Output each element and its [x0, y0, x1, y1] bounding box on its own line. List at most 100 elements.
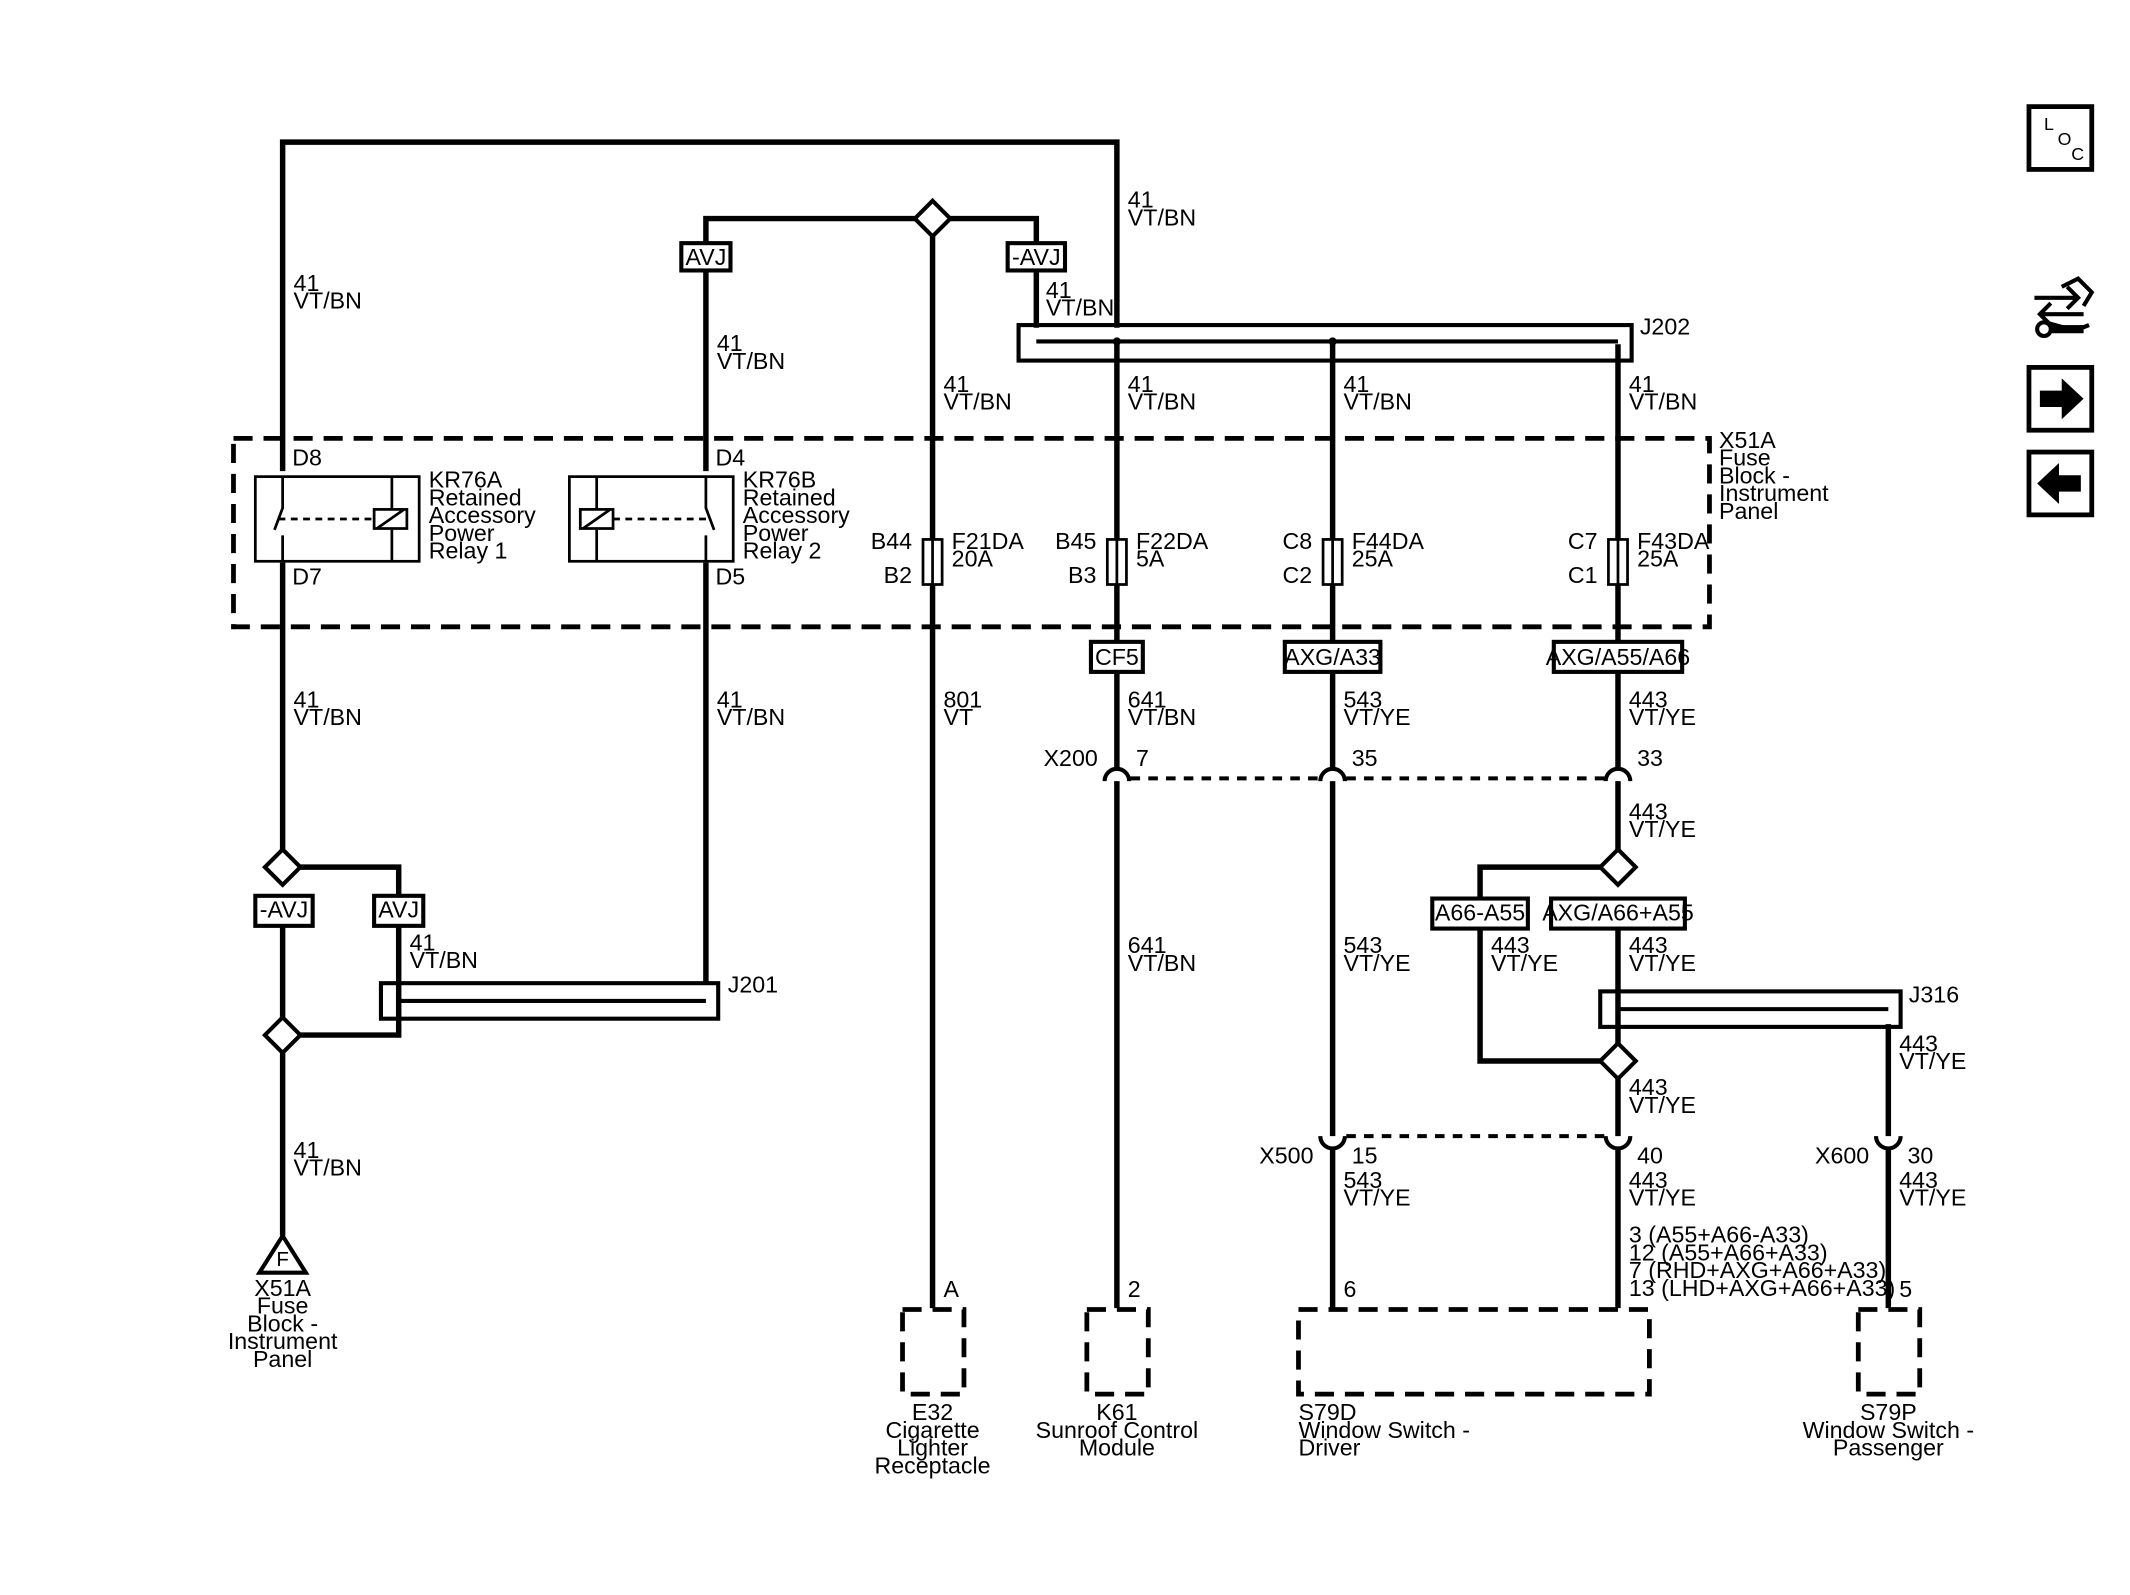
svg-text:Accessory: Accessory — [429, 502, 536, 528]
svg-text:VT/YE: VT/YE — [1344, 1185, 1411, 1211]
wires — [279, 139, 1892, 1309]
svg-text:VT/BN: VT/BN — [410, 947, 478, 973]
svg-text:VT/BN: VT/BN — [1344, 389, 1412, 415]
svg-text:VT/YE: VT/YE — [1629, 704, 1696, 730]
option-tags: AVJ -AVJ -AVJ AVJ CF5 AXG/A33 AXG/A55/A6… — [253, 241, 1694, 931]
svg-text:B3: B3 — [1068, 562, 1096, 588]
svg-text:25A: 25A — [1637, 546, 1679, 572]
svg-text:Instrument: Instrument — [1719, 480, 1829, 506]
fuse-block-outline — [231, 436, 1712, 630]
inline-connectors — [1102, 766, 1903, 1151]
svg-text:30: 30 — [1907, 1142, 1933, 1168]
svg-text:35: 35 — [1352, 745, 1378, 771]
svg-text:VT/YE: VT/YE — [1629, 1092, 1696, 1118]
svg-text:Retained: Retained — [429, 484, 522, 510]
svg-text:VT/YE: VT/YE — [1629, 950, 1696, 976]
svg-text:41: 41 — [1128, 371, 1154, 397]
svg-text:VT/YE: VT/YE — [1899, 1048, 1966, 1074]
svg-text:C1: C1 — [1568, 562, 1598, 588]
svg-text:VT/YE: VT/YE — [1899, 1185, 1966, 1211]
svg-text:VT: VT — [943, 704, 973, 730]
svg-text:Passenger: Passenger — [1833, 1435, 1944, 1461]
svg-text:41: 41 — [294, 686, 320, 712]
svg-text:443: 443 — [1629, 686, 1668, 712]
svg-text:S79P: S79P — [1860, 1399, 1917, 1425]
wire-top-splice-right — [950, 215, 1040, 244]
svg-text:15: 15 — [1352, 1142, 1378, 1168]
svg-text:F43DA: F43DA — [1637, 528, 1710, 554]
svg-text:40: 40 — [1637, 1142, 1663, 1168]
svg-text:Relay 1: Relay 1 — [429, 538, 508, 564]
svg-text:C8: C8 — [1282, 528, 1312, 554]
svg-text:D7: D7 — [292, 564, 322, 590]
splice-j201-label: J201 — [728, 972, 778, 998]
tag-axga33: AXG/A33 — [1284, 644, 1381, 670]
svg-text:VT/YE: VT/YE — [1629, 1185, 1696, 1211]
svg-text:Module: Module — [1079, 1435, 1155, 1461]
relay-kr76b-label: D4 D5 KR76B Retained Accessory Power Rel… — [715, 445, 850, 590]
arrow-left-icon — [2037, 462, 2081, 504]
splice-diamond-right-upper — [1597, 846, 1639, 888]
relay-kr76b — [568, 475, 735, 563]
svg-text:F22DA: F22DA — [1136, 528, 1209, 554]
svg-text:Relay 2: Relay 2 — [743, 538, 822, 564]
svg-text:41: 41 — [1344, 371, 1370, 397]
svg-text:Panel: Panel — [1719, 498, 1778, 524]
svg-text:D8: D8 — [292, 445, 322, 471]
svg-text:41: 41 — [1128, 187, 1154, 213]
tag-avj-left: AVJ — [378, 897, 419, 923]
svg-text:Accessory: Accessory — [743, 502, 850, 528]
svg-text:Power: Power — [743, 520, 809, 546]
svg-text:C2: C2 — [1282, 562, 1312, 588]
tag-axga66a55: AXG/A66+A55 — [1542, 899, 1694, 925]
svg-text:VT/BN: VT/BN — [1128, 950, 1196, 976]
svg-text:Retained: Retained — [743, 484, 836, 510]
svg-text:543: 543 — [1344, 1167, 1383, 1193]
next-page-button[interactable] — [2026, 365, 2095, 433]
svg-text:41: 41 — [1046, 277, 1072, 303]
component-k61-box — [1084, 1307, 1151, 1397]
svg-text:O: O — [2058, 129, 2072, 149]
svg-text:41: 41 — [717, 686, 743, 712]
svg-text:801: 801 — [943, 686, 982, 712]
repair-tools-icon[interactable] — [2034, 276, 2095, 339]
fuse-block-label: X51A Fuse Block - Instrument Panel — [1719, 427, 1829, 524]
wire-443-a66-down — [1477, 928, 1601, 1064]
svg-text:443: 443 — [1629, 1167, 1668, 1193]
svg-text:Lighter: Lighter — [897, 1435, 968, 1461]
svg-text:41: 41 — [717, 330, 743, 356]
splice-diamonds — [261, 197, 1639, 1082]
svg-text:VT/BN: VT/BN — [1128, 389, 1196, 415]
svg-text:VT/BN: VT/BN — [294, 288, 362, 314]
previous-page-button[interactable] — [2026, 449, 2095, 518]
j316-splice-outer — [1598, 989, 1903, 1029]
tag-navj-top: -AVJ — [1012, 244, 1061, 270]
svg-text:3 (A55+A66-A33): 3 (A55+A66-A33) — [1629, 1222, 1809, 1248]
svg-text:41: 41 — [1629, 371, 1655, 397]
wire-top-splice-bar — [703, 215, 915, 244]
component-s79p-box — [1855, 1307, 1923, 1397]
svg-text:F44DA: F44DA — [1352, 528, 1425, 554]
svg-text:VT/BN: VT/BN — [717, 348, 785, 374]
svg-text:F21DA: F21DA — [952, 528, 1025, 554]
fuse-symbols — [921, 538, 1629, 586]
svg-text:Fuse: Fuse — [1719, 445, 1771, 471]
svg-text:Panel: Panel — [253, 1346, 312, 1372]
svg-text:Window Switch -: Window Switch - — [1803, 1417, 1975, 1443]
svg-text:B45: B45 — [1055, 528, 1096, 554]
tag-navj-left: -AVJ — [260, 897, 309, 923]
svg-text:B44: B44 — [871, 528, 912, 554]
loc-button[interactable]: L O C — [2026, 104, 2095, 172]
svg-text:25A: 25A — [1352, 546, 1394, 572]
svg-text:VT/BN: VT/BN — [1128, 204, 1196, 230]
svg-text:443: 443 — [1629, 1074, 1668, 1100]
wire-443-split-left — [1477, 864, 1601, 899]
svg-text:Block -: Block - — [247, 1310, 318, 1336]
component-s79d-box — [1296, 1307, 1652, 1397]
svg-text:S79D: S79D — [1298, 1399, 1356, 1425]
svg-text:VT/BN: VT/BN — [1128, 704, 1196, 730]
svg-text:E32: E32 — [912, 1399, 953, 1425]
svg-text:33: 33 — [1637, 745, 1663, 771]
j202-splice-outer — [1016, 323, 1634, 363]
svg-text:7: 7 — [1136, 745, 1149, 771]
